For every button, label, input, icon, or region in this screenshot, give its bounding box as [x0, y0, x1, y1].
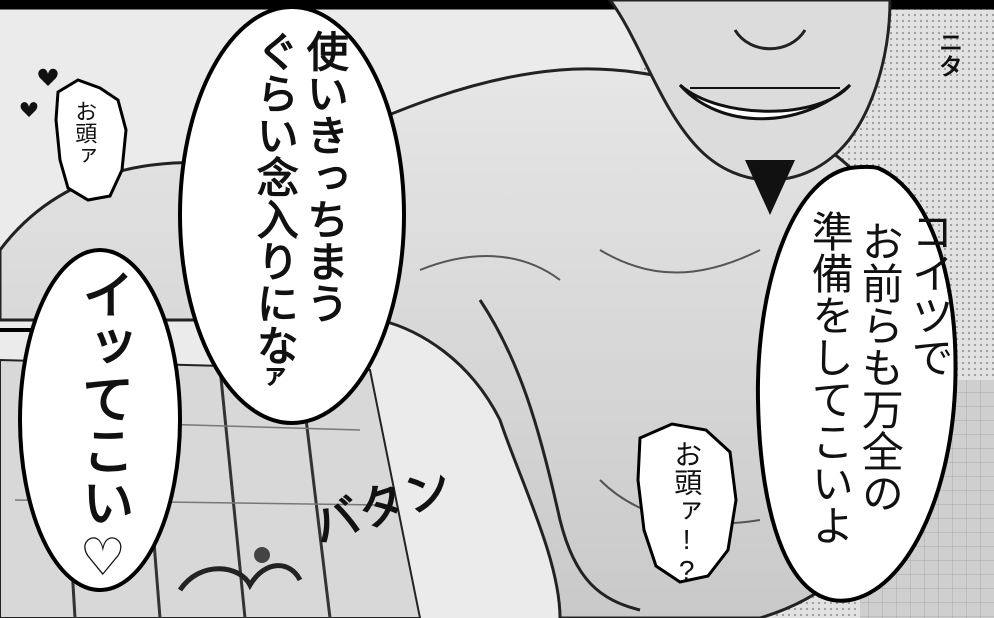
- small-text-okashira-right: お頭ァ!?: [671, 440, 703, 586]
- speech-bubble-use-up: [178, 5, 406, 425]
- small-bubble-left: [54, 78, 128, 202]
- small-bubble-right: [636, 422, 738, 584]
- bubble-prepare-line2: お前らも万全の: [856, 220, 904, 514]
- bubble-use-up-line3: ァ: [254, 362, 288, 390]
- heart-decorations: [20, 68, 58, 117]
- grinning-face: [608, 0, 892, 215]
- bubble-use-up-line2: ぐらい念入りにな: [250, 30, 300, 366]
- bubble-use-up-line1: 使いきっちまう: [300, 30, 350, 324]
- bubble-prepare-line1: コイツで: [906, 210, 954, 378]
- bubble-prepare-line3: 準備をしてこいよ: [806, 210, 854, 546]
- speech-bubble-go-now: [18, 248, 182, 592]
- small-text-okashira-left: お頭ァ: [72, 100, 98, 166]
- sfx-nita: ニタ: [934, 30, 962, 78]
- speech-bubble-prepare: [755, 164, 958, 603]
- bubble-go-now-text: イッてこい♡: [72, 268, 133, 588]
